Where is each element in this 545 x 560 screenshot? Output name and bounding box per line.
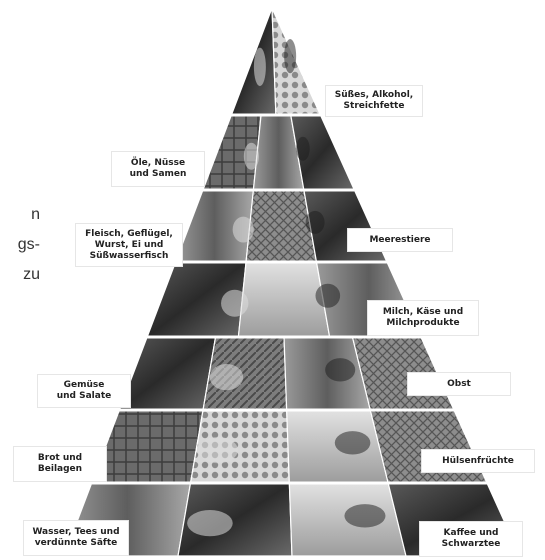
label-veg-fruit-right: Obst (408, 373, 510, 395)
food-highlight (233, 217, 254, 243)
tier-sweets-photo (272, 8, 320, 115)
label-line: und Salate (57, 391, 112, 402)
label-line: Gemüse (64, 380, 105, 391)
label-line: Öle, Nüsse (131, 158, 185, 169)
food-highlight (254, 48, 266, 87)
food-highlight (210, 364, 243, 390)
label-line: Meerestiere (369, 235, 430, 246)
label-line: Süßwasserfisch (90, 251, 169, 262)
food-shadow (315, 284, 340, 308)
food-shadow (344, 504, 385, 527)
label-line: Streichfette (344, 101, 405, 112)
tier-veg-fruit-photo (119, 337, 215, 410)
food-shadow (284, 39, 296, 73)
food-shadow (306, 211, 325, 234)
food-highlight (198, 437, 238, 463)
label-grains-legumes-right: Hülsenfrüchte (422, 450, 534, 472)
food-shadow (325, 358, 355, 381)
label-line: Beilagen (38, 464, 82, 475)
food-shadow (296, 137, 310, 161)
label-meat-fish-right: Meerestiere (348, 229, 452, 251)
tier-dairy-photo (238, 262, 329, 337)
label-line: Kaffee und (444, 528, 499, 539)
label-line: verdünnte Säfte (35, 538, 118, 549)
label-line: Milchprodukte (386, 318, 459, 329)
label-line: Milch, Käse und (383, 307, 463, 318)
label-line: Obst (447, 379, 471, 390)
tier-grains-legumes-photo (370, 410, 487, 483)
label-line: Süßes, Alkohol, (335, 90, 413, 101)
food-highlight (187, 510, 233, 536)
label-line: und Samen (130, 169, 187, 180)
label-line: Schwarztee (442, 539, 501, 550)
label-line: Hülsenfrüchte (442, 456, 514, 467)
label-line: Fleisch, Geflügel, (85, 229, 173, 240)
label-line: Brot und (38, 453, 82, 464)
food-shadow (335, 431, 371, 454)
tier-grains-legumes-photo (92, 410, 203, 483)
label-sweets-right: Süßes, Alkohol,Streichfette (326, 86, 422, 116)
tier-sweets-photo (231, 8, 276, 115)
label-line: Wurst, Ei und (95, 240, 164, 251)
food-highlight (221, 290, 248, 317)
label-line: Wasser, Tees und (32, 527, 119, 538)
food-highlight (244, 143, 259, 170)
